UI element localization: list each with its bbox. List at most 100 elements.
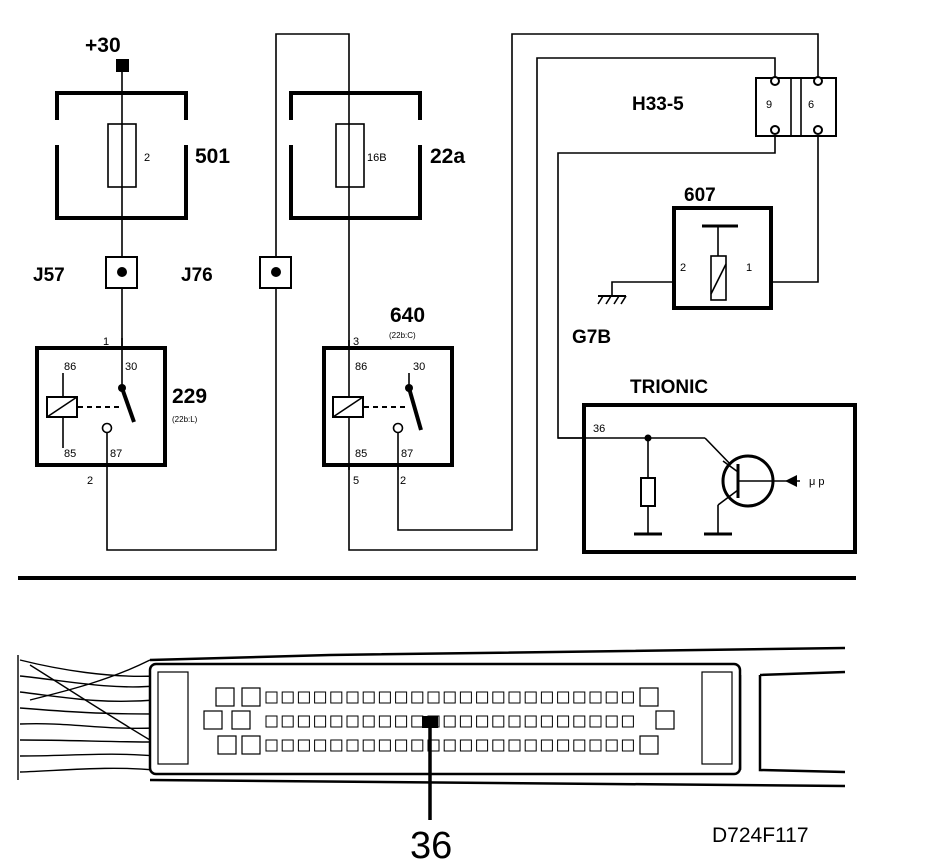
connector-pin-slot	[297, 691, 310, 704]
connector-pin-slot	[589, 691, 602, 704]
figure-code: D724F117	[712, 824, 809, 847]
wire-85-number: 5	[353, 475, 359, 487]
junction-j76: J76	[181, 256, 292, 289]
fuse-number: 16B	[367, 152, 387, 164]
fuse-box-501: 2 501	[55, 91, 230, 220]
trionic-pin: 36	[593, 423, 605, 435]
connector-pin-slot	[508, 691, 521, 704]
trionic-ecu: 36 μ p TRIONIC	[558, 377, 857, 554]
connector-pin-slot	[524, 739, 537, 752]
connector-pin-slot	[297, 715, 310, 728]
connector-pin-slot	[443, 739, 456, 752]
connector-h33-5: 9 6 H33-5	[632, 76, 837, 137]
connector-pin-slot	[557, 715, 570, 728]
connector-pin-slot	[621, 691, 634, 704]
junction-j57: J57	[33, 256, 138, 289]
pin-87: 87	[401, 448, 413, 460]
pin-86: 86	[355, 361, 367, 373]
connector-pin-slot	[314, 691, 327, 704]
fuse-box-label: 22a	[430, 145, 465, 168]
junction-label: J57	[33, 265, 65, 286]
connector-pin-slot	[427, 691, 440, 704]
connector-pin-slot	[557, 739, 570, 752]
connector-pin-slot	[605, 715, 618, 728]
connector-pin-slot	[459, 739, 472, 752]
connector-pin-slot	[330, 739, 343, 752]
connector-pin-slot	[492, 715, 505, 728]
relay-640: 86 30 85 87 3 5 2 640 (22b:C)	[322, 304, 454, 487]
supply-terminal	[116, 59, 129, 72]
connector-pin-label: 36	[410, 825, 452, 866]
ground-g7b: G7B	[572, 295, 627, 348]
connector-pin-slot	[346, 739, 359, 752]
connector-pin-slot	[573, 691, 586, 704]
connector-pin-slot	[605, 739, 618, 752]
relay-switch-icon	[120, 387, 136, 423]
ground-label: G7B	[572, 327, 611, 348]
connector-pin-slot	[395, 691, 408, 704]
connector-pin-slot	[265, 715, 278, 728]
wire-87-number: 2	[400, 475, 406, 487]
connector-pin-slot	[540, 739, 553, 752]
connector-pin-slot	[346, 715, 359, 728]
connector-pin-slot	[281, 691, 294, 704]
connector-pin-slot	[297, 739, 310, 752]
connector-pin-slot	[330, 715, 343, 728]
connector-pin-slot	[346, 691, 359, 704]
ecu-connector-drawing: 36	[17, 646, 846, 866]
pin-87: 87	[110, 448, 122, 460]
highlighted-pin	[422, 716, 438, 728]
connector-pin-slot	[621, 715, 634, 728]
cable-bundle-icon	[17, 655, 156, 780]
connector-pin-slot	[476, 739, 489, 752]
connector-pin-slot	[411, 691, 424, 704]
connector-pin-slot	[492, 739, 505, 752]
pin-86: 86	[64, 361, 76, 373]
connector-pin-slot	[589, 739, 602, 752]
pin-85: 85	[355, 448, 367, 460]
trionic-label: TRIONIC	[630, 377, 708, 398]
connector-pin-slot	[281, 739, 294, 752]
fuse-box-22a: 16B 22a	[289, 91, 465, 220]
relay-sublabel: (22b:C)	[389, 331, 416, 340]
fuse-icon	[335, 123, 365, 188]
connector-pin-slot	[476, 691, 489, 704]
connector-pin-slot	[330, 691, 343, 704]
pin-85: 85	[64, 448, 76, 460]
component-label: 607	[684, 185, 716, 206]
fuse-number: 2	[144, 152, 150, 164]
connector-pin-slot	[573, 715, 586, 728]
wire-out-number: 2	[87, 475, 93, 487]
connector-pin-slot	[265, 691, 278, 704]
microprocessor-label: μ p	[809, 476, 825, 488]
connector-pin-slot	[621, 739, 634, 752]
connector-pin-slot	[314, 739, 327, 752]
connector-pin-slot	[573, 739, 586, 752]
connector-pin-slot	[362, 691, 375, 704]
connector-pin-slot	[476, 715, 489, 728]
connector-pin-slot	[411, 739, 424, 752]
component-pin-1: 1	[746, 262, 752, 274]
connector-pin-slot	[281, 715, 294, 728]
fuse-box-label: 501	[195, 145, 230, 168]
connector-pin-slot	[443, 715, 456, 728]
connector-pin-slot	[378, 691, 391, 704]
connector-pin-slot	[540, 691, 553, 704]
wire-in-number: 3	[353, 336, 359, 348]
connector-pin-slot	[362, 739, 375, 752]
connector-pin-slot	[378, 739, 391, 752]
component-607: 2 1 607	[672, 185, 773, 310]
pin-30: 30	[413, 361, 425, 373]
connector-label: H33-5	[632, 94, 684, 115]
wire-in-number: 1	[103, 336, 109, 348]
resistor-icon	[640, 477, 656, 507]
connector-pin-slot	[605, 691, 618, 704]
component-pin-2: 2	[680, 262, 686, 274]
connector-pin-slot	[427, 739, 440, 752]
connector-pin-slot	[557, 691, 570, 704]
arrow-icon	[785, 475, 797, 487]
connector-pin-9: 9	[766, 99, 772, 111]
connector-pin-slot	[378, 715, 391, 728]
relay-229: 86 30 85 87 1 2 229 (22b:L)	[35, 336, 207, 487]
